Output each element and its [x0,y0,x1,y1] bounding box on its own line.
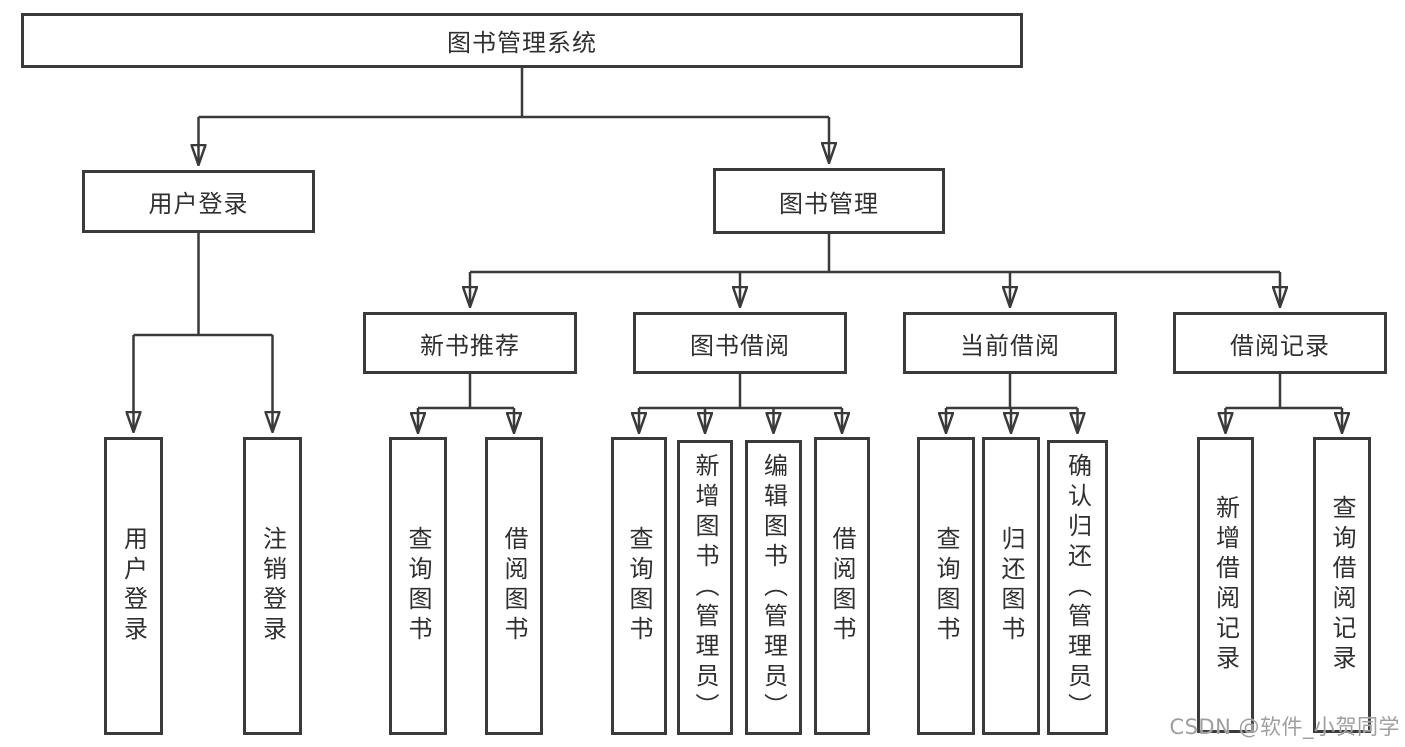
csdn-watermark: CSDN @软件_小贺同学 [1169,715,1400,739]
leaf-query-book-3: 查询图书 [917,437,975,735]
leaf-add-book-admin: 新增图书（管理员） [677,440,733,735]
leaf-borrow-book-1: 借阅图书 [485,437,543,735]
node-book-management-label: 图书管理 [779,189,879,218]
leaf-query-borrow-record-label: 查询借阅记录 [1328,495,1356,675]
node-book-borrowing-label: 图书借阅 [690,331,790,360]
leaf-confirm-return-admin-label: 确认归还（管理员） [1063,452,1092,723]
node-borrowing-records-label: 借阅记录 [1230,331,1330,360]
leaf-logout: 注销登录 [243,437,302,735]
leaf-query-book-3-label: 查询图书 [932,526,960,646]
leaf-return-book-label: 归还图书 [997,526,1025,646]
leaf-query-book-1: 查询图书 [389,437,447,735]
leaf-edit-book-admin: 编辑图书（管理员） [745,440,802,735]
leaf-edit-book-admin-label: 编辑图书（管理员） [759,452,788,723]
leaf-query-book-2-label: 查询图书 [625,526,653,646]
node-user-login: 用户登录 [82,170,315,233]
node-current-borrowing: 当前借阅 [903,312,1117,374]
leaf-add-borrow-record-label: 新增借阅记录 [1211,495,1240,675]
leaf-return-book: 归还图书 [982,437,1040,735]
node-current-borrowing-label: 当前借阅 [960,331,1060,360]
leaf-query-borrow-record: 查询借阅记录 [1313,437,1371,733]
leaf-borrow-book-1-label: 借阅图书 [500,526,528,646]
leaf-add-borrow-record: 新增借阅记录 [1197,437,1254,733]
leaf-query-book-2: 查询图书 [611,437,667,735]
node-new-book-recommend-label: 新书推荐 [420,331,520,360]
leaf-borrow-book-2-label: 借阅图书 [828,526,856,646]
leaf-add-book-admin-label: 新增图书（管理员） [691,452,719,723]
node-book-borrowing: 图书借阅 [633,312,847,374]
node-user-login-label: 用户登录 [148,190,249,218]
leaf-user-login: 用户登录 [104,437,163,735]
leaf-confirm-return-admin: 确认归还（管理员） [1047,440,1108,735]
node-library-management-system-label: 图书管理系统 [447,29,597,57]
leaf-logout-label: 注销登录 [258,526,287,646]
leaf-query-book-1-label: 查询图书 [404,526,432,646]
node-borrowing-records: 借阅记录 [1173,312,1387,374]
leaf-borrow-book-2: 借阅图书 [814,437,870,735]
node-book-management: 图书管理 [713,168,945,234]
node-new-book-recommend: 新书推荐 [363,312,577,374]
node-library-management-system: 图书管理系统 [21,13,1023,68]
leaf-user-login-label: 用户登录 [119,526,148,646]
